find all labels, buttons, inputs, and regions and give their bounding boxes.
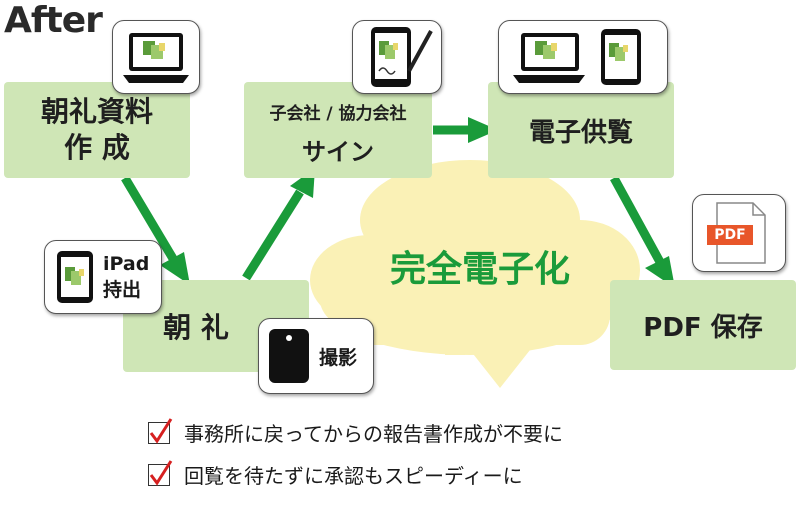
checkmark-icon — [149, 459, 173, 486]
node-share: 電子供覧 — [488, 82, 674, 178]
devices-icon-card — [498, 20, 668, 94]
arrow-assembly-to-sign — [242, 189, 304, 281]
checkmark-icon — [149, 417, 173, 444]
node-create-materials: 朝礼資料 作 成 — [4, 82, 190, 178]
node-assembly-label: 朝 礼 — [163, 311, 229, 344]
checklist-text-2: 回覧を待たずに承認もスピーディーに — [184, 464, 523, 488]
smartphone-icon — [269, 329, 309, 383]
arrow-create-to-assembly — [121, 175, 179, 265]
ipad-carry-badge: iPad 持出 — [44, 240, 162, 314]
checkbox-icon — [148, 459, 173, 486]
up-down-arrow-icon — [425, 290, 530, 388]
page-title: After — [4, 0, 103, 41]
laptop-icon-card — [112, 20, 200, 94]
checklist-text-1: 事務所に戻ってからの報告書作成が不要に — [184, 422, 563, 446]
node-sign-bottom-label: サイン — [302, 138, 374, 166]
arrowhead-3 — [468, 117, 498, 143]
pdf-icon-card: PDF — [692, 194, 786, 272]
cloud-shape — [310, 160, 640, 355]
photo-badge: 撮影 — [258, 318, 374, 394]
pdf-document-icon — [707, 202, 766, 264]
checklist-item-1: 事務所に戻ってからの報告書作成が不要に — [148, 417, 563, 447]
node-pdf-save: PDF 保存 — [610, 280, 796, 370]
ipad-label: iPad — [103, 253, 150, 275]
laptop-icon — [123, 33, 189, 83]
pdf-icon-label: PDF — [714, 227, 746, 243]
photo-label: 撮影 — [319, 347, 358, 369]
center-label: 完全電子化 — [389, 249, 570, 290]
checkbox-icon — [148, 417, 173, 444]
tablet-icon — [57, 251, 93, 303]
carry-label: 持出 — [103, 279, 142, 301]
node-sign: 子会社 / 協力会社 サイン — [244, 82, 432, 178]
node-sign-top-label: 子会社 / 協力会社 — [269, 104, 407, 124]
tablet-sign-icon-card — [352, 20, 442, 94]
checklist-item-2: 回覧を待たずに承認もスピーディーに — [148, 459, 523, 489]
laptop-tablet-icon — [513, 29, 641, 85]
arrowhead-1 — [160, 252, 190, 285]
arrow-share-to-pdf — [610, 175, 664, 265]
tablet-stylus-icon — [371, 27, 433, 87]
